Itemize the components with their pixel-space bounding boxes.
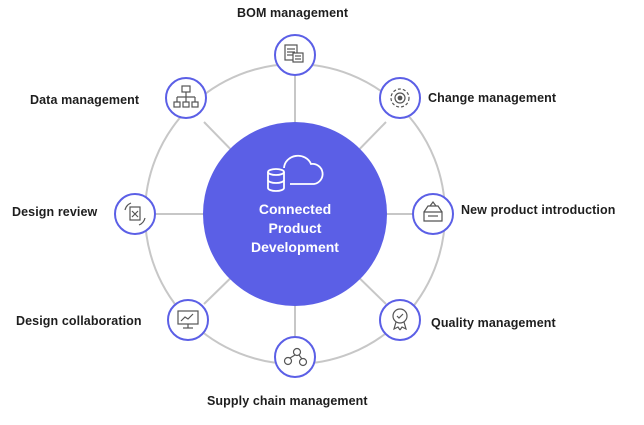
collaboration-monitor-icon bbox=[177, 310, 199, 329]
label-quality: Quality management bbox=[431, 316, 556, 330]
node-supply bbox=[274, 336, 316, 378]
label-data: Data management bbox=[30, 93, 140, 107]
label-change: Change management bbox=[428, 91, 557, 105]
hub-line-1: Connected bbox=[258, 201, 332, 217]
hub-line-2: Product bbox=[268, 220, 322, 236]
label-supply: Supply chain management bbox=[207, 394, 368, 408]
review-document-icon bbox=[124, 202, 146, 226]
hub-circle bbox=[203, 122, 387, 306]
label-bom: BOM management bbox=[237, 6, 349, 20]
bom-icon bbox=[284, 44, 304, 63]
label-collab: Design collaboration bbox=[16, 314, 142, 328]
node-quality bbox=[379, 299, 421, 341]
product-box-icon bbox=[423, 201, 443, 222]
label-npi: New product introduction bbox=[461, 203, 616, 217]
hierarchy-icon bbox=[173, 85, 199, 108]
label-review: Design review bbox=[12, 205, 98, 219]
node-collab bbox=[167, 299, 209, 341]
change-gear-icon bbox=[390, 88, 410, 108]
hub-title: Connected Product Development bbox=[210, 200, 380, 257]
hub-line-3: Development bbox=[251, 239, 339, 255]
node-npi bbox=[412, 193, 454, 235]
supply-chain-icon bbox=[283, 347, 308, 367]
database-cloud-icon bbox=[267, 154, 324, 192]
quality-badge-icon bbox=[392, 308, 408, 331]
